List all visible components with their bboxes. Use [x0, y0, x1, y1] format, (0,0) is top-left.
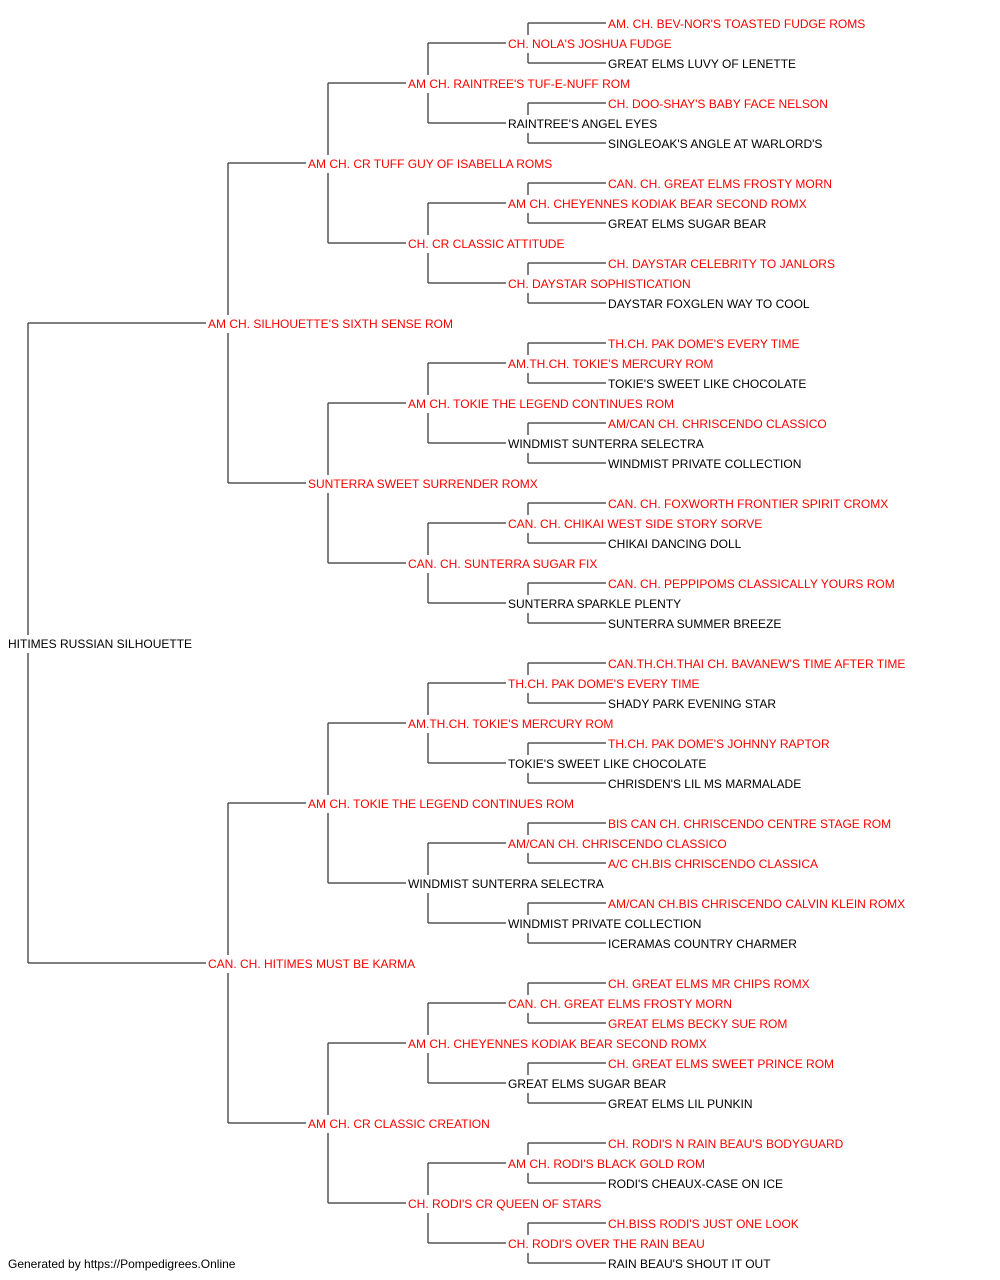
ancestor-name: SINGLEOAK'S ANGLE AT WARLORD'S — [608, 137, 823, 151]
subject-dog-name: HITIMES RUSSIAN SILHOUETTE — [8, 637, 193, 651]
ancestor-name: AM CH. RAINTREE'S TUF-E-NUFF ROM — [408, 77, 631, 91]
ancestor-name: DAYSTAR FOXGLEN WAY TO COOL — [608, 297, 810, 311]
ancestor-name: SHADY PARK EVENING STAR — [608, 697, 777, 711]
ancestor-name: CH. GREAT ELMS SWEET PRINCE ROM — [608, 1057, 835, 1071]
ancestor-name: ICERAMAS COUNTRY CHARMER — [608, 937, 797, 951]
ancestor-name: AM CH. CR TUFF GUY OF ISABELLA ROMS — [308, 157, 553, 171]
ancestor-name: AM/CAN CH. CHRISCENDO CLASSICO — [608, 417, 827, 431]
ancestor-name: CH. NOLA'S JOSHUA FUDGE — [508, 37, 672, 51]
ancestor-name: WINDMIST SUNTERRA SELECTRA — [508, 437, 704, 451]
ancestor-name: CH. DAYSTAR CELEBRITY TO JANLORS — [608, 257, 835, 271]
ancestor-name: CAN. CH. HITIMES MUST BE KARMA — [208, 957, 416, 971]
ancestor-name: RAIN BEAU'S SHOUT IT OUT — [608, 1257, 771, 1271]
ancestor-name: CAN.TH.CH.THAI CH. BAVANEW'S TIME AFTER … — [608, 657, 906, 671]
ancestor-name: CHIKAI DANCING DOLL — [608, 537, 742, 551]
ancestor-name: GREAT ELMS SUGAR BEAR — [508, 1077, 667, 1091]
ancestor-name: AM/CAN CH.BIS CHRISCENDO CALVIN KLEIN RO… — [608, 897, 906, 911]
ancestor-name: AM.TH.CH. TOKIE'S MERCURY ROM — [408, 717, 614, 731]
ancestor-name: GREAT ELMS SUGAR BEAR — [608, 217, 767, 231]
ancestor-name: AM CH. SILHOUETTE'S SIXTH SENSE ROM — [208, 317, 453, 331]
ancestor-name: AM CH. TOKIE THE LEGEND CONTINUES ROM — [408, 397, 675, 411]
ancestor-name: SUNTERRA SUMMER BREEZE — [608, 617, 782, 631]
ancestor-name: CH.BISS RODI'S JUST ONE LOOK — [608, 1217, 799, 1231]
ancestor-name: TH.CH. PAK DOME'S EVERY TIME — [608, 337, 800, 351]
ancestor-name: CAN. CH. GREAT ELMS FROSTY MORN — [608, 177, 833, 191]
ancestor-name: TOKIE'S SWEET LIKE CHOCOLATE — [608, 377, 807, 391]
ancestor-name: AM CH. CR CLASSIC CREATION — [308, 1117, 490, 1131]
ancestor-name: GREAT ELMS BECKY SUE ROM — [608, 1017, 788, 1031]
ancestor-name: CH. RODI'S OVER THE RAIN BEAU — [508, 1237, 705, 1251]
ancestor-name: CAN. CH. SUNTERRA SUGAR FIX — [408, 557, 598, 571]
ancestor-name: WINDMIST PRIVATE COLLECTION — [508, 917, 702, 931]
ancestor-name: CH. DOO-SHAY'S BABY FACE NELSON — [608, 97, 828, 111]
ancestor-name: TOKIE'S SWEET LIKE CHOCOLATE — [508, 757, 707, 771]
ancestor-name: GREAT ELMS LUVY OF LENETTE — [608, 57, 797, 71]
footer-credit: Generated by https://Pompedigrees.Online — [8, 1257, 236, 1271]
ancestor-name: RODI'S CHEAUX-CASE ON ICE — [608, 1177, 783, 1191]
ancestor-name: TH.CH. PAK DOME'S EVERY TIME — [508, 677, 700, 691]
ancestor-name: AM. CH. BEV-NOR'S TOASTED FUDGE ROMS — [608, 17, 866, 31]
ancestor-name: SUNTERRA SPARKLE PLENTY — [508, 597, 682, 611]
ancestor-name: CH. GREAT ELMS MR CHIPS ROMX — [608, 977, 810, 991]
ancestor-name: CH. CR CLASSIC ATTITUDE — [408, 237, 565, 251]
ancestor-name: GREAT ELMS LIL PUNKIN — [608, 1097, 753, 1111]
ancestor-name: AM CH. CHEYENNES KODIAK BEAR SECOND ROMX — [408, 1037, 707, 1051]
ancestor-name: AM CH. TOKIE THE LEGEND CONTINUES ROM — [308, 797, 575, 811]
ancestor-name: TH.CH. PAK DOME'S JOHNNY RAPTOR — [608, 737, 830, 751]
ancestor-name: CAN. CH. GREAT ELMS FROSTY MORN — [508, 997, 733, 1011]
ancestor-name: A/C CH.BIS CHRISCENDO CLASSICA — [608, 857, 819, 871]
ancestor-name: BIS CAN CH. CHRISCENDO CENTRE STAGE ROM — [608, 817, 892, 831]
ancestor-name: RAINTREE'S ANGEL EYES — [508, 117, 658, 131]
ancestor-name: CH. RODI'S N RAIN BEAU'S BODYGUARD — [608, 1137, 844, 1151]
ancestor-name: WINDMIST PRIVATE COLLECTION — [608, 457, 802, 471]
ancestor-name: AM.TH.CH. TOKIE'S MERCURY ROM — [508, 357, 714, 371]
ancestor-name: CAN. CH. CHIKAI WEST SIDE STORY SORVE — [508, 517, 763, 531]
ancestor-name: SUNTERRA SWEET SURRENDER ROMX — [308, 477, 538, 491]
ancestor-name: WINDMIST SUNTERRA SELECTRA — [408, 877, 604, 891]
ancestor-name: AM CH. RODI'S BLACK GOLD ROM — [508, 1157, 705, 1171]
ancestor-name: CHRISDEN'S LIL MS MARMALADE — [608, 777, 802, 791]
ancestor-name: CAN. CH. PEPPIPOMS CLASSICALLY YOURS ROM — [608, 577, 895, 591]
ancestor-name: AM/CAN CH. CHRISCENDO CLASSICO — [508, 837, 727, 851]
ancestor-name: AM CH. CHEYENNES KODIAK BEAR SECOND ROMX — [508, 197, 807, 211]
ancestor-name: CH. RODI'S CR QUEEN OF STARS — [408, 1197, 602, 1211]
ancestor-name: CH. DAYSTAR SOPHISTICATION — [508, 277, 691, 291]
ancestor-name: CAN. CH. FOXWORTH FRONTIER SPIRIT CROMX — [608, 497, 889, 511]
